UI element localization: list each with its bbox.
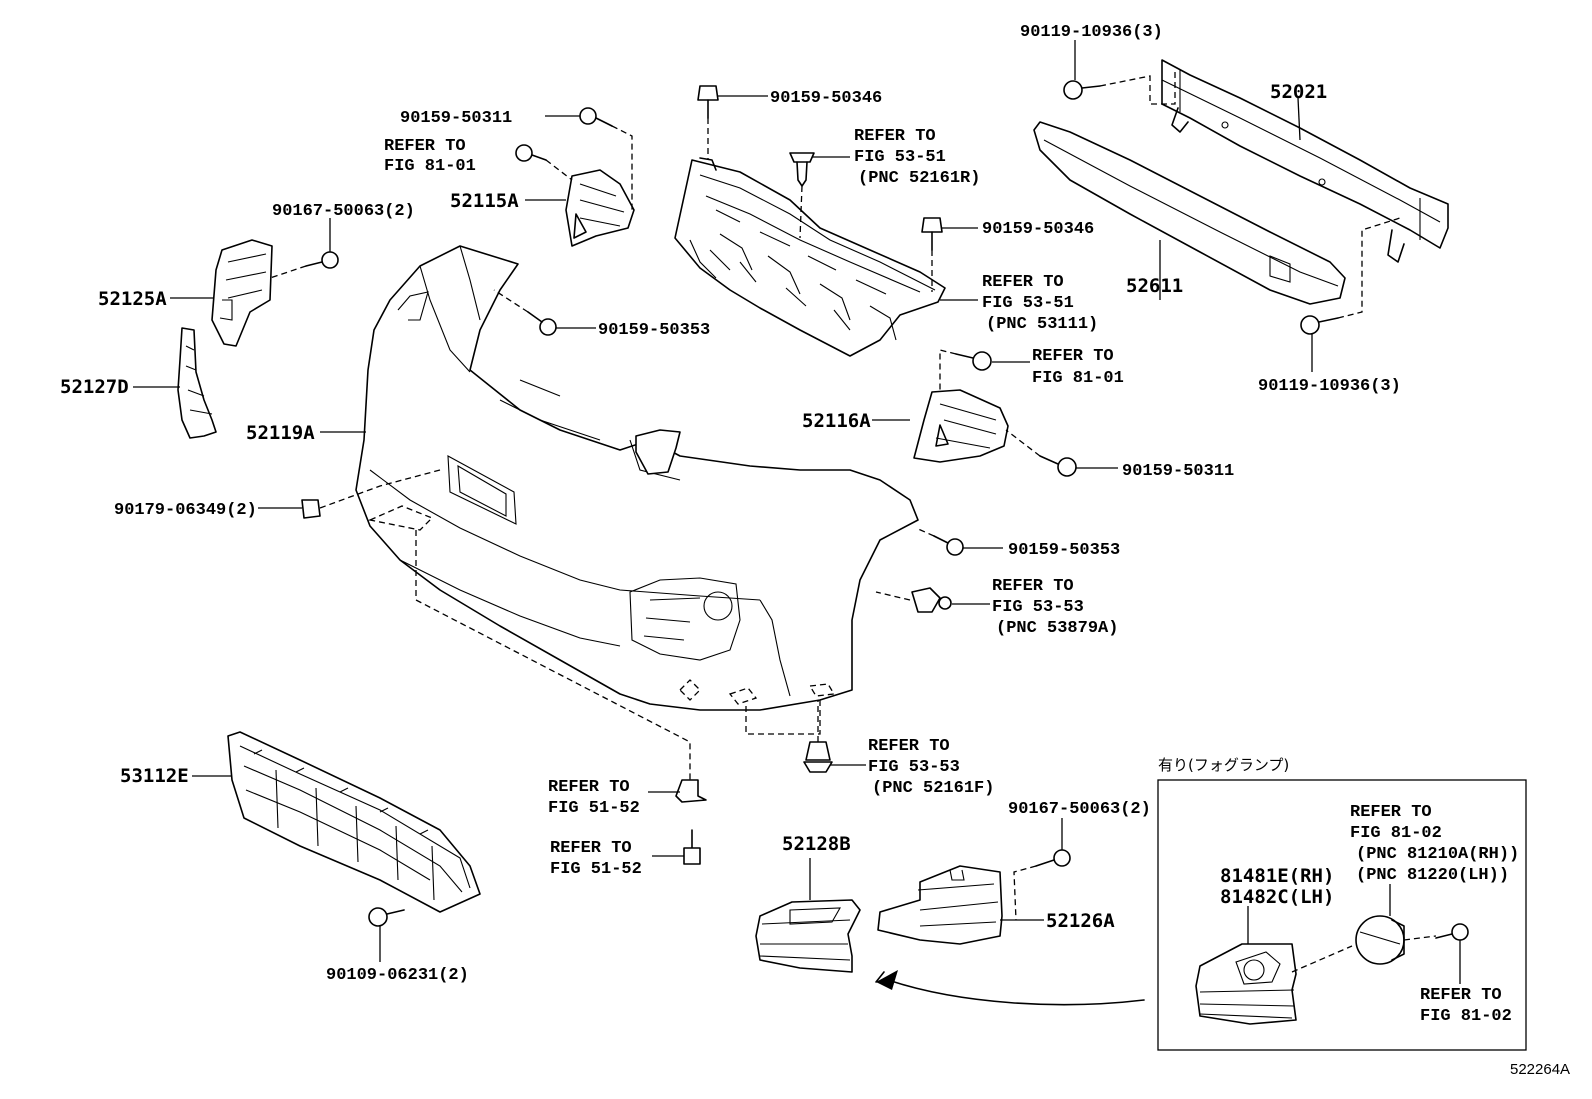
figure-code: 522264A bbox=[1510, 1061, 1570, 1078]
screw-fog-icon bbox=[1435, 923, 1469, 941]
front-bumper-cover-52119A bbox=[355, 245, 919, 711]
ref-5353a-line2: FIG 53-53 bbox=[992, 598, 1084, 617]
ref-8101r-line2: FIG 81-01 bbox=[1032, 369, 1124, 388]
part-52125A-label: 52125A bbox=[98, 288, 167, 310]
bolt-52115-left-icon bbox=[515, 144, 547, 162]
bolt-52126-icon bbox=[1035, 849, 1071, 867]
bolt-52021-bottom-label: 90119-10936(3) bbox=[1258, 377, 1401, 396]
ref-8102a-line3: (PNC 81210A(RH)) bbox=[1356, 845, 1519, 864]
bolt-grille-right-label: 90159-50346 bbox=[982, 220, 1094, 239]
bracket-52115A bbox=[565, 169, 635, 247]
bracket-52125A bbox=[211, 239, 273, 347]
ref-5152a-line2: FIG 51-52 bbox=[548, 799, 640, 818]
bolt-52021-top-label: 90119-10936(3) bbox=[1020, 23, 1163, 42]
part-52611-label: 52611 bbox=[1126, 275, 1183, 297]
ref-8101l-line2: FIG 81-01 bbox=[384, 157, 476, 176]
part-52021-label: 52021 bbox=[1270, 81, 1327, 103]
bolt-53112-label: 90109-06231(2) bbox=[326, 966, 469, 985]
ref-8101r-line1: REFER TO bbox=[1032, 347, 1114, 366]
ref-5353b-line2: FIG 53-53 bbox=[868, 758, 960, 777]
bolt-52116-top-icon bbox=[955, 351, 992, 371]
bolt-bumper-right-label: 90159-50353 bbox=[1008, 541, 1120, 560]
ref-5152b-line2: FIG 51-52 bbox=[550, 860, 642, 879]
part-52128B-label: 52128B bbox=[782, 833, 851, 855]
part-52127D-label: 52127D bbox=[60, 376, 129, 398]
ref-5351a-line3: (PNC 52161R) bbox=[858, 169, 980, 188]
part-52116A-label: 52116A bbox=[802, 410, 871, 432]
part-81482C-label: 81482C(LH) bbox=[1220, 886, 1334, 908]
bolt-bumper-top-label: 90159-50353 bbox=[598, 321, 710, 340]
radiator-grille bbox=[674, 157, 946, 357]
bolt-52125-label: 90167-50063(2) bbox=[272, 202, 415, 221]
ref-5152b-line1: REFER TO bbox=[550, 839, 632, 858]
ref-5351b-line2: FIG 53-51 bbox=[982, 294, 1074, 313]
bolt-52116-right-icon bbox=[1039, 455, 1077, 477]
bolt-52125-icon bbox=[305, 251, 339, 269]
fog-lamp-box bbox=[1157, 779, 1527, 1051]
part-53112E-label: 53112E bbox=[120, 765, 189, 787]
fog-lamp-icon bbox=[1355, 915, 1405, 965]
bumper-absorber-52611 bbox=[1033, 121, 1346, 305]
ref-8102a-line4: (PNC 81220(LH)) bbox=[1356, 866, 1509, 885]
bolt-53112-icon bbox=[368, 907, 405, 927]
bracket-52127D bbox=[177, 327, 217, 439]
ref-5351a-line2: FIG 53-51 bbox=[854, 148, 946, 167]
bumper-reinforcement-52021 bbox=[1161, 59, 1449, 263]
clip-90179-icon bbox=[301, 499, 321, 519]
ref-5353b-line1: REFER TO bbox=[868, 737, 950, 756]
ref-8102b-line2: FIG 81-02 bbox=[1420, 1007, 1512, 1026]
clip-5152-upper-icon bbox=[675, 779, 707, 803]
part-52115A-label: 52115A bbox=[450, 190, 519, 212]
clip-52161F-icon bbox=[803, 741, 833, 773]
bolt-52116-right-label: 90159-50311 bbox=[1122, 462, 1234, 481]
bolt-52126-label: 90167-50063(2) bbox=[1008, 800, 1151, 819]
duct-52126A bbox=[877, 865, 1003, 945]
lower-grille-53112E bbox=[227, 731, 481, 913]
direction-arrow bbox=[875, 970, 1145, 1006]
ref-8102b-line1: REFER TO bbox=[1420, 986, 1502, 1005]
ref-8102a-line1: REFER TO bbox=[1350, 803, 1432, 822]
part-81481E-label: 81481E(RH) bbox=[1220, 865, 1334, 887]
ref-8101l-line1: REFER TO bbox=[384, 137, 466, 156]
clip-53879A-icon bbox=[911, 587, 952, 613]
ref-5351b-line3: (PNC 53111) bbox=[986, 315, 1098, 334]
fog-lamp-header: 有り(フォグランプ) bbox=[1158, 756, 1289, 774]
bolt-52115-top-label: 90159-50311 bbox=[400, 109, 512, 128]
ref-5353a-line1: REFER TO bbox=[992, 577, 1074, 596]
bolt-grille-top-icon bbox=[697, 85, 719, 119]
bolt-grille-right-icon bbox=[921, 217, 943, 251]
ref-5152a-line1: REFER TO bbox=[548, 778, 630, 797]
ref-5351b-line1: REFER TO bbox=[982, 273, 1064, 292]
clip-52161R-icon bbox=[789, 152, 815, 187]
bolt-52021-bottom-icon bbox=[1300, 315, 1339, 335]
bolt-bumper-top-icon bbox=[527, 311, 557, 336]
clip-90179-label: 90179-06349(2) bbox=[114, 501, 257, 520]
bolt-52115-top-icon bbox=[579, 107, 613, 127]
ref-5353b-line3: (PNC 52161F) bbox=[872, 779, 994, 798]
duct-52128B bbox=[755, 899, 861, 973]
screw-5152-lower-icon bbox=[683, 829, 701, 865]
bolt-52021-top-icon bbox=[1063, 80, 1101, 100]
bolt-grille-top-label: 90159-50346 bbox=[770, 89, 882, 108]
ref-8102a-line2: FIG 81-02 bbox=[1350, 824, 1442, 843]
fog-bezel bbox=[1195, 943, 1297, 1025]
bracket-52116A bbox=[913, 389, 1009, 463]
ref-5351a-line1: REFER TO bbox=[854, 127, 936, 146]
ref-5353a-line3: (PNC 53879A) bbox=[996, 619, 1118, 638]
part-52119A-label: 52119A bbox=[246, 422, 315, 444]
part-52126A-label: 52126A bbox=[1046, 910, 1115, 932]
bolt-bumper-right-icon bbox=[933, 535, 964, 556]
